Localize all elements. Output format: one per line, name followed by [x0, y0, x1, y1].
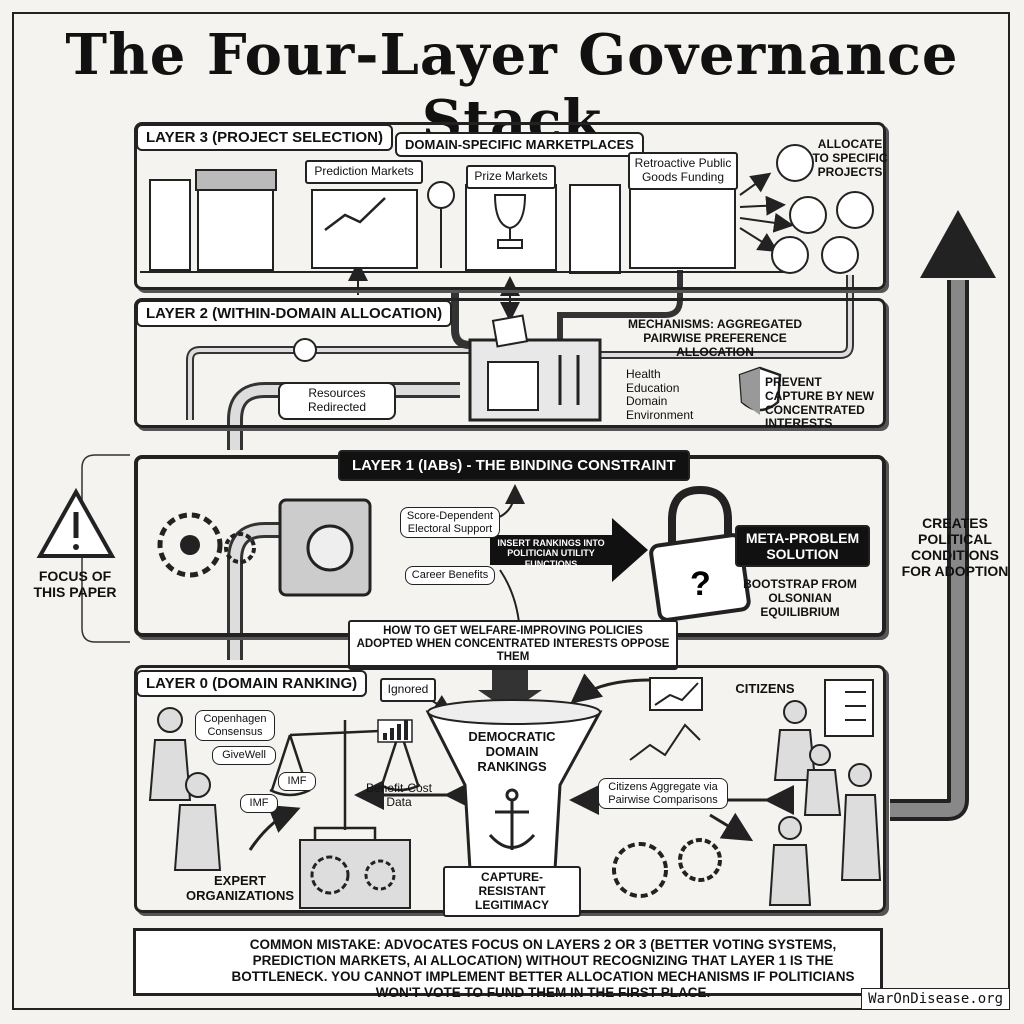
- gear-icon: [157, 512, 223, 578]
- anchor-icon: [488, 788, 536, 850]
- domain-education: Education: [626, 380, 680, 395]
- gear-machine: [299, 839, 411, 909]
- pills-icon: [771, 236, 809, 274]
- citizens-label: CITIZENS: [735, 681, 795, 696]
- imf-label-1: IMF: [278, 772, 316, 791]
- score-electoral-label: Score-Dependent Electoral Support: [400, 507, 500, 539]
- citizen-person: [783, 700, 807, 724]
- layer2-tag: LAYER 2 (WITHIN-DOMAIN ALLOCATION): [136, 300, 453, 327]
- capture-resistant-label: CAPTURE-RESISTANT LEGITIMACY: [443, 866, 581, 918]
- layer0-tag: LAYER 0 (DOMAIN RANKING): [136, 670, 368, 697]
- imf-label-2: IMF: [240, 794, 278, 813]
- prize-markets-label: Prize Markets: [466, 165, 556, 189]
- retro-funding-label: Retroactive Public Goods Funding: [628, 152, 738, 190]
- bootstrap-label: BOOTSTRAP FROM OLSONIAN EQUILIBRIUM: [743, 577, 857, 619]
- expert-orgs-label: EXPERT ORGANIZATIONS: [185, 873, 295, 903]
- creates-conditions-label: CREATES POLITICAL CONDITIONS FOR ADOPTIO…: [901, 515, 1009, 580]
- insert-rankings-label: INSERT RANKINGS INTO POLITICIAN UTILITY …: [497, 538, 605, 569]
- common-mistake-text: COMMON MISTAKE: ADVOCATES FOCUS ON LAYER…: [231, 937, 855, 1000]
- layer3-tag: LAYER 3 (PROJECT SELECTION): [136, 124, 393, 151]
- prediction-stall: [311, 189, 418, 269]
- domain-environment: Environment: [626, 407, 694, 422]
- ignored-label: Ignored: [380, 678, 436, 702]
- outer-frame: [12, 12, 1010, 1010]
- trophy-icon: [493, 194, 527, 249]
- benefit-cost-label: Benefit-Cost Data: [365, 781, 433, 809]
- domain-health: Health: [626, 367, 661, 381]
- focus-label: FOCUS OF THIS PAPER: [33, 568, 117, 601]
- common-mistake-box: COMMON MISTAKE: ADVOCATES FOCUS ON LAYER…: [133, 928, 883, 1000]
- givewell-label: GiveWell: [212, 746, 276, 765]
- expert-person: [157, 707, 183, 733]
- rankings-label: DEMOCRATIC DOMAIN RANKINGS: [468, 729, 556, 774]
- lightbulb-icon: [776, 144, 814, 182]
- big-arrow-head: [920, 210, 996, 278]
- health-icon: [836, 191, 874, 229]
- prediction-markets-label: Prediction Markets: [305, 160, 423, 184]
- svg-text:?: ?: [690, 565, 711, 603]
- padlock-icon: ?: [649, 485, 751, 622]
- atm-kiosk: [149, 179, 191, 271]
- layer3-pipe: [451, 290, 471, 349]
- meta-problem-label: META-PROBLEM SOLUTION: [735, 525, 870, 567]
- prevent-capture-label: PREVENT CAPTURE BY NEW CONCENTRATED INTE…: [765, 375, 875, 431]
- tools-icon: [789, 196, 827, 234]
- warning-icon: [36, 487, 116, 558]
- copenhagen-label: Copenhagen Consensus: [195, 710, 275, 742]
- layer1-tag: LAYER 1 (IABs) - THE BINDING CONSTRAINT: [338, 450, 690, 481]
- mechanisms-label: MECHANISMS: AGGREGATED PAIRWISE PREFEREN…: [628, 317, 802, 359]
- marketplaces-label: DOMAIN-SPECIFIC MARKETPLACES: [395, 132, 644, 157]
- domain-list: Health Education Domain Environment: [626, 367, 694, 422]
- footer-url[interactable]: WarOnDisease.org: [861, 988, 1010, 1010]
- aggregate-label: Citizens Aggregate via Pairwise Comparis…: [598, 778, 728, 810]
- layer2-panel: [134, 298, 886, 428]
- career-benefits-label: Career Benefits: [405, 566, 495, 585]
- big-up-arrow-stroke-inner: [890, 280, 965, 817]
- book-icon: [821, 236, 859, 274]
- howto-label: HOW TO GET WELFARE-IMPROVING POLICIES AD…: [348, 620, 678, 670]
- layer3-panel: [134, 122, 886, 290]
- resources-redirected-label: Resources Redirected: [278, 382, 396, 420]
- arcade-cabinet: [569, 184, 621, 274]
- domain-domain: Domain: [626, 394, 668, 409]
- allocate-label: ALLOCATE TO SPECIFIC PROJECTS: [812, 137, 888, 179]
- insert-arrow: [490, 518, 648, 582]
